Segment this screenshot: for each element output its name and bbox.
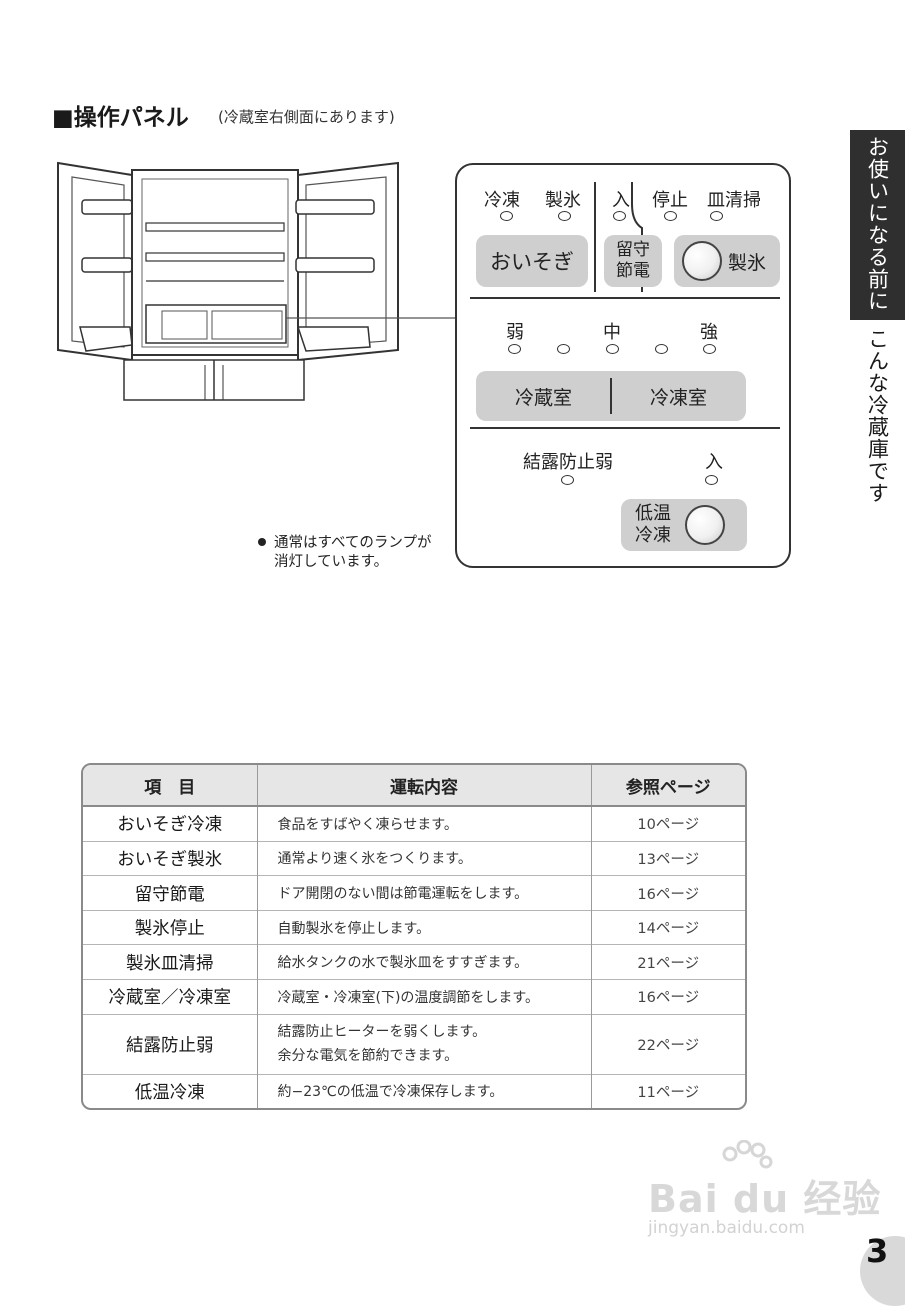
teion-knob bbox=[685, 505, 725, 545]
row-item: おいそぎ冷凍 bbox=[83, 805, 257, 842]
lamp-level-2 bbox=[557, 344, 570, 354]
seihyo-button[interactable]: 製氷 bbox=[674, 235, 780, 287]
row-desc: ドア開閉のない間は節電運転をします。 bbox=[256, 875, 591, 911]
control-panel bbox=[455, 163, 791, 568]
header-page: 参照ページ bbox=[590, 765, 745, 807]
panel-divider bbox=[594, 182, 596, 292]
table-row: おいそぎ冷凍 食品をすばやく凍らせます。 10ページ bbox=[83, 805, 745, 842]
table-row: 製氷皿清掃 給水タンクの水で製氷皿をすすぎます。 21ページ bbox=[83, 944, 745, 980]
seihyo-knob bbox=[682, 241, 722, 281]
button-separator bbox=[610, 378, 612, 414]
chapter-tab-label: お使いになる前に bbox=[865, 136, 890, 312]
label-ketsuro: 結露防止弱 bbox=[523, 452, 613, 473]
label-teishi: 停止 bbox=[652, 190, 688, 211]
page-number: 3 bbox=[866, 1232, 889, 1270]
lamp-sara-seiso bbox=[710, 211, 723, 221]
oisogi-button[interactable]: おいそぎ bbox=[476, 235, 588, 287]
row-page: 16ページ bbox=[590, 978, 745, 1014]
label-reito: 冷凍 bbox=[484, 190, 520, 211]
table-row: 結露防止弱 結露防止ヒーターを弱くします。 余分な電気を節約できます。 22ペー… bbox=[83, 1013, 745, 1074]
header-item: 項 目 bbox=[83, 765, 257, 807]
row-page: 14ページ bbox=[590, 909, 745, 945]
row-page: 22ページ bbox=[590, 1013, 745, 1074]
row-desc: 自動製氷を停止します。 bbox=[256, 909, 591, 945]
refrigerator-illustration bbox=[57, 161, 455, 401]
row-item: 結露防止弱 bbox=[83, 1013, 257, 1074]
reizo-button[interactable]: 冷蔵室 bbox=[514, 386, 572, 409]
teion-label-line1: 低温 bbox=[635, 503, 671, 524]
section-note: (冷蔵室右側面にあります) bbox=[218, 108, 395, 126]
lamp-level-1 bbox=[508, 344, 521, 354]
oisogi-button-label: おいそぎ bbox=[490, 250, 574, 274]
row-item: おいそぎ製氷 bbox=[83, 840, 257, 876]
row-desc: 冷蔵室・冷凍室(下)の温度調節をします。 bbox=[256, 978, 591, 1014]
table-row: 留守節電 ドア開閉のない間は節電運転をします。 16ページ bbox=[83, 875, 745, 911]
teion-reito-button[interactable]: 低温 冷凍 bbox=[621, 499, 747, 551]
row-desc: 食品をすばやく凍らせます。 bbox=[256, 805, 591, 842]
row-page: 10ページ bbox=[590, 805, 745, 842]
lamp-ketsuro-iri bbox=[705, 475, 718, 485]
row-item: 冷蔵室／冷凍室 bbox=[83, 978, 257, 1014]
paw-icon bbox=[722, 1140, 773, 1169]
row-desc: 約−23℃の低温で冷凍保存します。 bbox=[256, 1073, 591, 1108]
section-title: ■操作パネル bbox=[52, 105, 189, 131]
panel-divider-curved bbox=[631, 182, 643, 292]
lamp-level-3 bbox=[606, 344, 619, 354]
lamp-level-5 bbox=[703, 344, 716, 354]
lamp-ketsuro bbox=[561, 475, 574, 485]
row-desc: 通常より速く氷をつくります。 bbox=[256, 840, 591, 876]
label-kyo: 強 bbox=[700, 322, 718, 343]
note-line2: 消灯しています。 bbox=[274, 554, 389, 570]
table-header-row: 項 目 運転内容 参照ページ bbox=[83, 765, 745, 807]
section-tab-label: こんな冷蔵庫です bbox=[865, 328, 890, 504]
table-row: おいそぎ製氷 通常より速く氷をつくります。 13ページ bbox=[83, 840, 745, 876]
row-item: 低温冷凍 bbox=[83, 1073, 257, 1108]
lamp-teishi bbox=[664, 211, 677, 221]
lamp-seihyo bbox=[558, 211, 571, 221]
lamp-note: 通常はすべてのランプが 消灯しています。 bbox=[274, 534, 431, 572]
label-ketsuro-iri: 入 bbox=[705, 452, 723, 473]
row-desc: 給水タンクの水で製氷皿をすすぎます。 bbox=[256, 944, 591, 980]
label-chu: 中 bbox=[603, 322, 621, 343]
teion-label: 低温 冷凍 bbox=[635, 503, 671, 547]
row-desc: 結露防止ヒーターを弱くします。 余分な電気を節約できます。 bbox=[256, 1013, 591, 1074]
lamp-reito bbox=[500, 211, 513, 221]
table-row: 製氷停止 自動製氷を停止します。 14ページ bbox=[83, 909, 745, 945]
rusu-setsuden-button[interactable]: 留守 節電 bbox=[604, 235, 662, 287]
row-desc-line1: 結露防止ヒーターを弱くします。 bbox=[277, 1024, 487, 1040]
row-page: 21ページ bbox=[590, 944, 745, 980]
label-sara-seiso: 皿清掃 bbox=[707, 190, 761, 211]
panel-divider bbox=[470, 297, 780, 299]
row-item: 製氷停止 bbox=[83, 909, 257, 945]
label-jaku: 弱 bbox=[506, 322, 524, 343]
function-table: 項 目 運転内容 参照ページ おいそぎ冷凍 食品をすばやく凍らせます。 10ペー… bbox=[81, 763, 747, 1110]
header-desc: 運転内容 bbox=[256, 765, 591, 807]
rusu-label-line2: 節電 bbox=[616, 261, 650, 281]
rusu-label-line1: 留守 bbox=[616, 240, 650, 260]
chapter-tab: お使いになる前に bbox=[850, 130, 905, 320]
note-line1: 通常はすべてのランプが bbox=[274, 535, 432, 551]
watermark-url: jingyan.baidu.com bbox=[648, 1218, 805, 1238]
section-tab: こんな冷蔵庫です bbox=[850, 322, 905, 512]
lamp-iri bbox=[613, 211, 626, 221]
row-page: 16ページ bbox=[590, 875, 745, 911]
reito-button[interactable]: 冷凍室 bbox=[649, 386, 707, 409]
label-iri: 入 bbox=[612, 190, 630, 211]
table-row: 冷蔵室／冷凍室 冷蔵室・冷凍室(下)の温度調節をします。 16ページ bbox=[83, 978, 745, 1014]
table-row: 低温冷凍 約−23℃の低温で冷凍保存します。 11ページ bbox=[83, 1073, 745, 1108]
watermark-logo: Bai du 经验 bbox=[648, 1177, 882, 1221]
row-item: 製氷皿清掃 bbox=[83, 944, 257, 980]
row-item: 留守節電 bbox=[83, 875, 257, 911]
teion-label-line2: 冷凍 bbox=[635, 525, 671, 546]
row-page: 13ページ bbox=[590, 840, 745, 876]
label-seihyo: 製氷 bbox=[545, 190, 581, 211]
panel-divider bbox=[470, 427, 780, 429]
lamp-level-4 bbox=[655, 344, 668, 354]
row-page: 11ページ bbox=[590, 1073, 745, 1108]
note-bullet bbox=[258, 538, 266, 546]
seihyo-button-label: 製氷 bbox=[728, 251, 767, 274]
row-desc-line2: 余分な電気を節約できます。 bbox=[277, 1048, 459, 1064]
